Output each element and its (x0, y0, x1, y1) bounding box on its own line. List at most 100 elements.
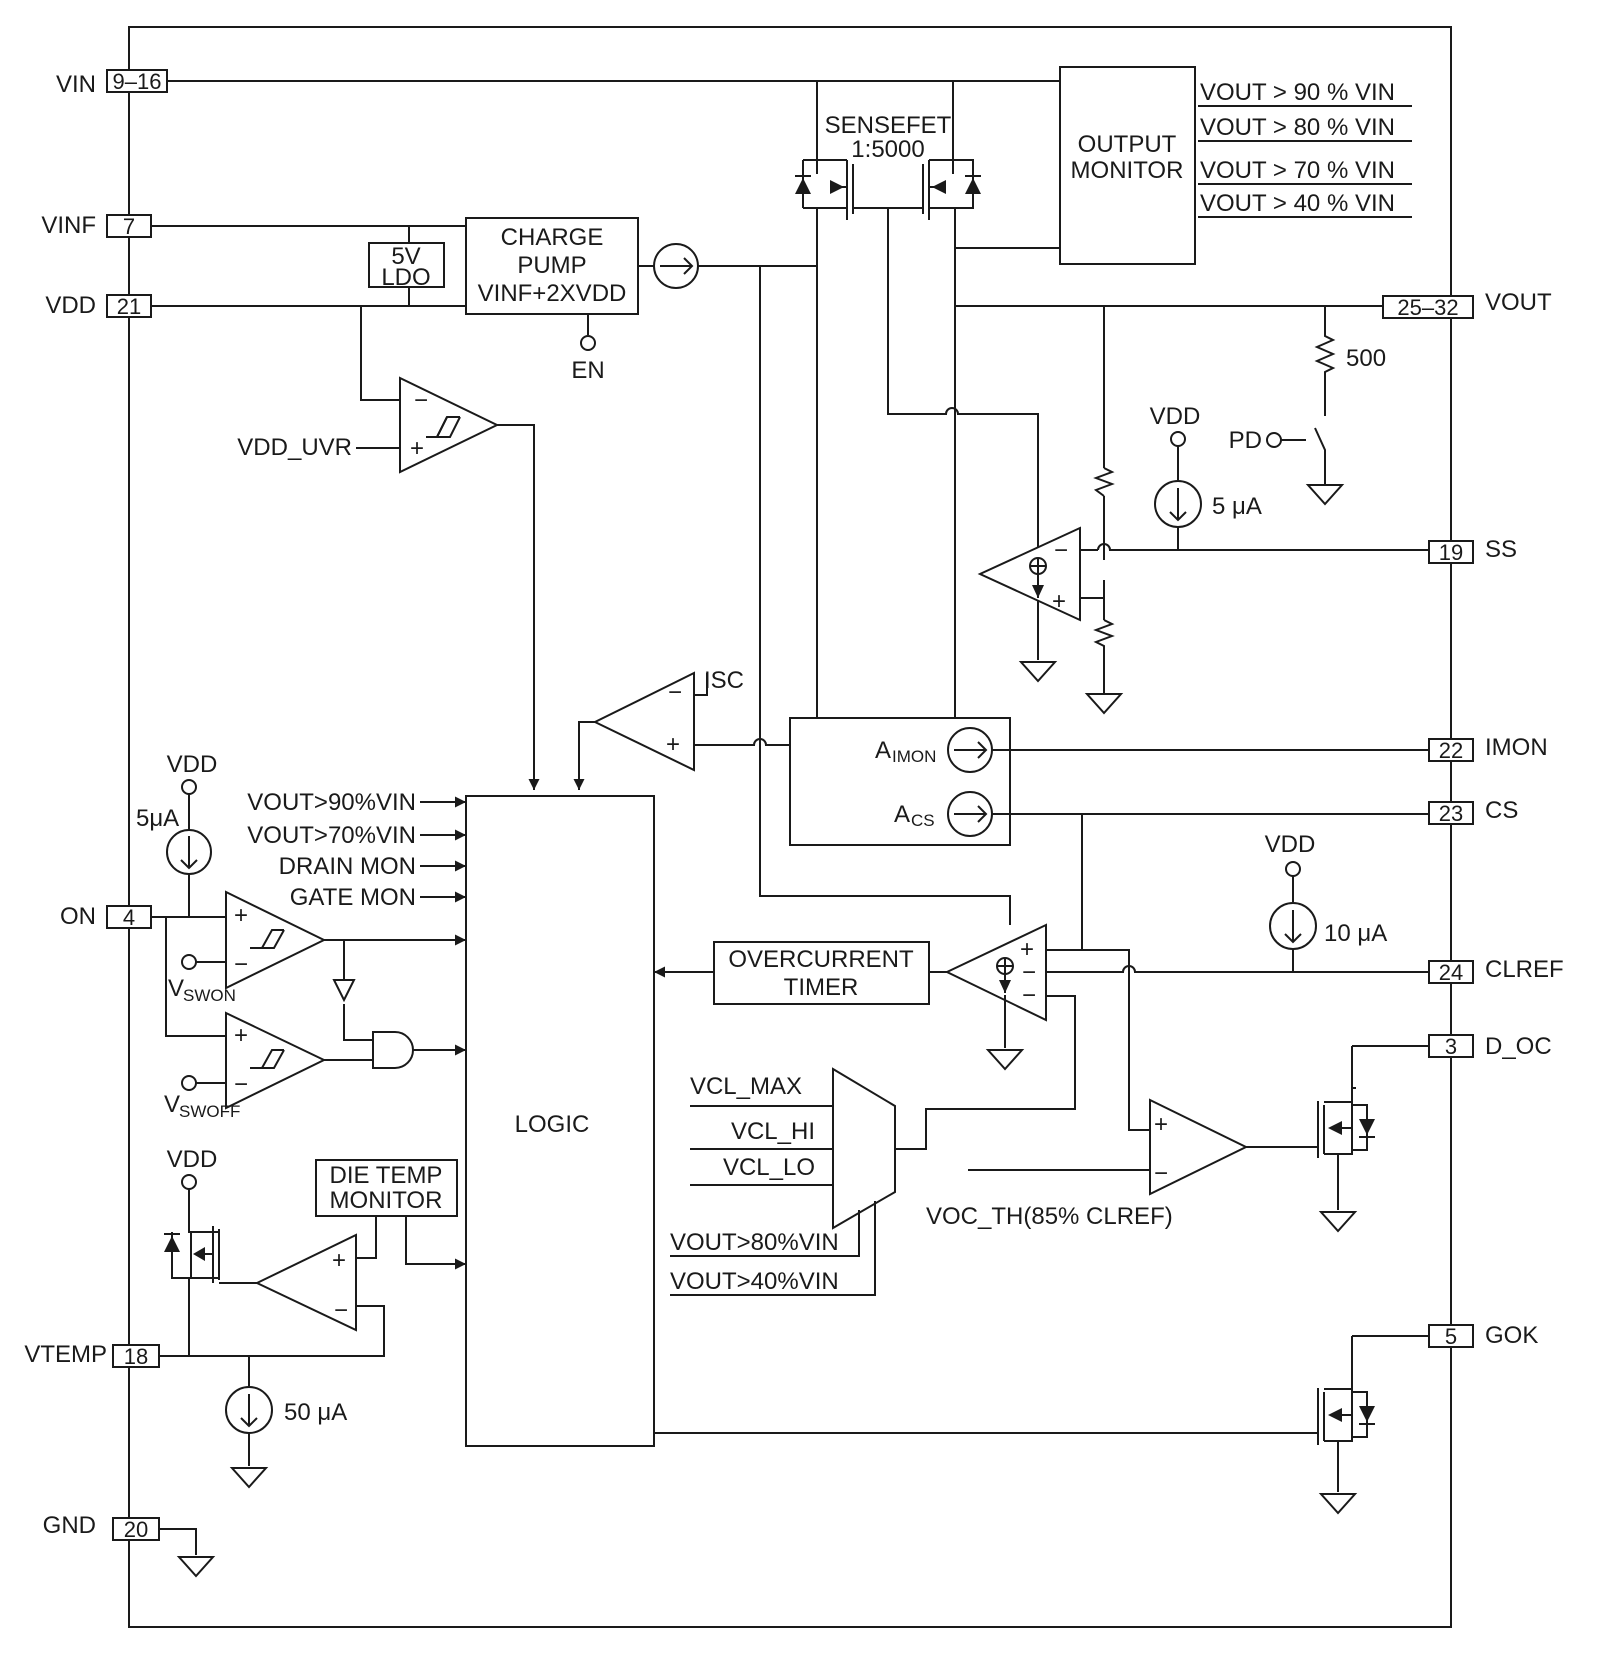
svg-text:VCL_HI: VCL_HI (731, 1118, 815, 1145)
svg-text:VCL_MAX: VCL_MAX (690, 1073, 802, 1100)
chip-outline (128, 26, 1452, 1628)
svg-text:VOUT>90%VIN: VOUT>90%VIN (247, 789, 416, 816)
svg-text:50 μA: 50 μA (284, 1399, 347, 1426)
pin-number: 18 (124, 1344, 148, 1369)
svg-text:5μA: 5μA (136, 805, 179, 832)
vdd-uvr-label: VDD_UVR (237, 434, 352, 461)
sensefet-block: SENSEFET 1:5000 (795, 112, 981, 220)
ss-divider (1080, 467, 1429, 715)
current-monitor-block: A IMON A CS (789, 717, 1011, 846)
on-comparators: + − V SWON + − V SWOFF (151, 890, 466, 1121)
svg-text:PD: PD (1229, 427, 1262, 454)
svg-text:TIMER: TIMER (784, 974, 859, 1001)
svg-text:+: + (234, 1022, 248, 1049)
svg-text:−: − (1022, 959, 1036, 986)
svg-text:SWON: SWON (183, 986, 236, 1005)
svg-text:+: + (1052, 588, 1066, 615)
svg-text:−: − (334, 1297, 348, 1324)
pin-name: VDD (45, 292, 96, 319)
output-monitor-block: OUTPUT MONITOR (1059, 66, 1196, 265)
svg-text:LDO: LDO (381, 264, 430, 291)
svg-text:1:5000: 1:5000 (851, 136, 924, 163)
svg-text:PUMP: PUMP (517, 252, 586, 279)
logic-block: LOGIC (465, 795, 655, 1447)
svg-text:−: − (1054, 537, 1068, 564)
svg-text:A: A (875, 737, 891, 764)
pin-vin: VIN 9–16 (56, 69, 168, 98)
pin-gnd: GND 20 (43, 1512, 160, 1542)
monitor-output-list: VOUT > 90 % VIN VOUT > 80 % VIN VOUT > 7… (1198, 79, 1412, 218)
en-label: EN (571, 357, 604, 384)
vtemp-circuit: VDD + − 50 μA (159, 1146, 385, 1489)
pin-number: 7 (123, 214, 135, 239)
pin-name: IMON (1485, 734, 1548, 761)
clref-current-source: VDD 10 μA (1265, 831, 1387, 972)
svg-text:+: + (1154, 1111, 1168, 1138)
pin-number: 23 (1439, 801, 1463, 826)
ss-amplifier: − + (977, 526, 1081, 683)
pin-number: 24 (1439, 960, 1463, 985)
svg-text:A: A (894, 801, 910, 828)
svg-text:+: + (234, 902, 248, 929)
pin-number: 22 (1439, 738, 1463, 763)
svg-text:VDD: VDD (1150, 403, 1201, 430)
svg-text:+: + (410, 435, 424, 462)
svg-text:CHARGE: CHARGE (501, 224, 604, 251)
pin-number: 5 (1445, 1324, 1457, 1349)
overcurrent-timer-block: OVERCURRENT TIMER (713, 941, 930, 1005)
svg-text:MONITOR: MONITOR (1071, 157, 1184, 184)
pin-name: VINF (41, 212, 96, 239)
pin-number: 3 (1445, 1034, 1457, 1059)
charge-pump-block: CHARGE PUMP VINF+2XVDD (465, 217, 639, 315)
pin-name: VOUT (1485, 289, 1552, 316)
doc-output-fet (1317, 1045, 1429, 1233)
svg-text:VCL_LO: VCL_LO (723, 1154, 815, 1181)
pin-number: 20 (124, 1517, 148, 1542)
svg-text:OVERCURRENT: OVERCURRENT (728, 946, 914, 973)
svg-text:V: V (164, 1091, 180, 1118)
isc-label: ISC (704, 667, 744, 694)
svg-text:−: − (414, 387, 428, 414)
svg-text:−: − (234, 951, 248, 978)
overcurrent-amplifier: + − − (895, 923, 1429, 1150)
svg-text:+: + (332, 1247, 346, 1274)
die-temp-monitor-block: DIE TEMP MONITOR (315, 1159, 466, 1270)
svg-text:+: + (1020, 936, 1034, 963)
svg-text:−: − (1022, 982, 1036, 1009)
svg-text:VOUT>40%VIN: VOUT>40%VIN (670, 1268, 839, 1295)
gnd-symbol (159, 1528, 216, 1578)
pin-name: VTEMP (24, 1341, 107, 1368)
isc-comparator: − + ISC (573, 667, 790, 790)
svg-text:VDD: VDD (167, 751, 218, 778)
monitor-output: VOUT > 40 % VIN (1200, 190, 1395, 217)
svg-text:DIE TEMP: DIE TEMP (330, 1162, 443, 1189)
pin-number: 19 (1439, 540, 1463, 565)
pin-name: SS (1485, 536, 1517, 563)
pin-name: CLREF (1485, 956, 1564, 983)
svg-text:OUTPUT: OUTPUT (1078, 131, 1177, 158)
pin-vdd: VDD 21 (45, 292, 152, 319)
monitor-output: VOUT > 70 % VIN (1200, 157, 1395, 184)
top-wiring (151, 80, 1383, 925)
pin-name: VIN (56, 71, 96, 98)
svg-text:DRAIN MON: DRAIN MON (279, 853, 416, 880)
svg-text:−: − (668, 679, 682, 706)
pin-number: 9–16 (113, 69, 162, 94)
svg-text:VOUT>70%VIN: VOUT>70%VIN (247, 822, 416, 849)
pin-number: 25–32 (1397, 295, 1458, 320)
svg-text:V: V (168, 975, 184, 1002)
on-current-source: VDD 5μA (136, 751, 217, 917)
pin-clref: 24 CLREF (1428, 956, 1564, 985)
pin-name: GOK (1485, 1322, 1538, 1349)
pin-number: 4 (123, 905, 135, 930)
svg-text:MONITOR: MONITOR (330, 1187, 443, 1214)
svg-text:VDD: VDD (1265, 831, 1316, 858)
pin-gok: 5 GOK (1428, 1322, 1538, 1349)
svg-text:LOGIC: LOGIC (515, 1111, 590, 1138)
doc-comparator: + − VOC_TH(85% CLREF) (926, 1098, 1318, 1230)
svg-text:+: + (666, 731, 680, 758)
svg-text:SWOFF: SWOFF (179, 1102, 240, 1121)
pin-vtemp: VTEMP 18 (24, 1341, 160, 1369)
svg-text:5 μA: 5 μA (1212, 493, 1262, 520)
